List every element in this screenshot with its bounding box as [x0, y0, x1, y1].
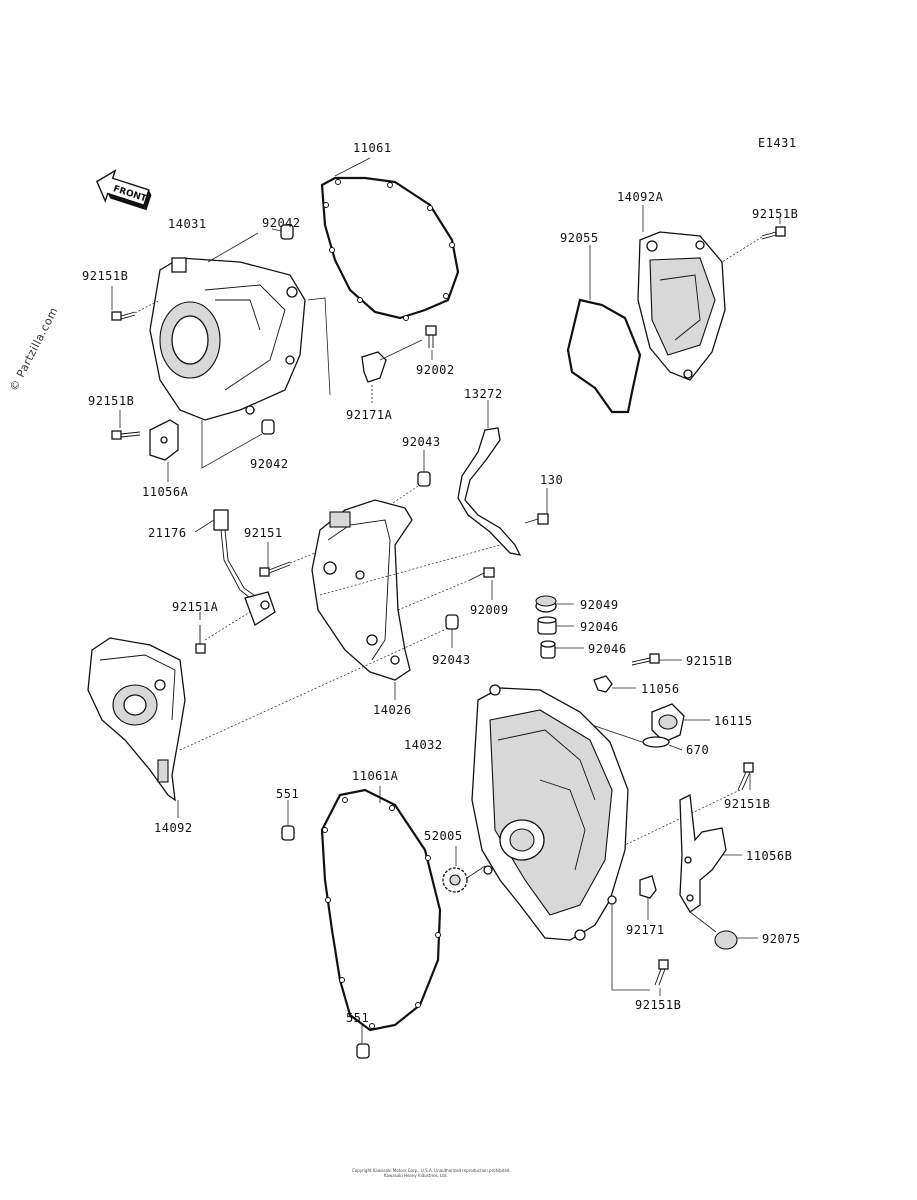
collar-92046-b[interactable]: [540, 640, 556, 659]
label-92151B-a: 92151B: [82, 269, 128, 283]
cap-16115[interactable]: [651, 703, 685, 743]
label-92046-a: 92046: [580, 620, 619, 634]
label-92075: 92075: [762, 932, 801, 946]
label-92151B-e: 92151B: [724, 797, 770, 811]
label-11061: 11061: [353, 141, 392, 155]
dowel-92043-bottom[interactable]: [445, 614, 459, 630]
bolt-92151A[interactable]: [195, 625, 206, 654]
dowel-92043-top[interactable]: [417, 471, 431, 487]
label-14032: 14032: [404, 738, 443, 752]
grommet-92075[interactable]: [714, 930, 738, 950]
cover-14092A[interactable]: [637, 231, 726, 381]
sensor-21176[interactable]: [213, 509, 276, 626]
bolt-92151[interactable]: [259, 561, 291, 577]
label-92042-bottom: 92042: [250, 457, 289, 471]
bolt-130[interactable]: [524, 513, 549, 525]
cover-14092[interactable]: [87, 637, 186, 802]
label-92043-bottom: 92043: [432, 653, 471, 667]
label-52005: 52005: [424, 829, 463, 843]
clip-11056[interactable]: [593, 675, 613, 693]
label-670: 670: [686, 743, 709, 757]
bolt-92151B-b[interactable]: [111, 430, 141, 440]
seal-92049[interactable]: [535, 595, 557, 613]
dowel-551-bottom[interactable]: [356, 1043, 370, 1059]
label-92151B-c: 92151B: [752, 207, 798, 221]
clamp-92171[interactable]: [639, 875, 657, 899]
collar-92046-a[interactable]: [537, 616, 557, 635]
label-92009: 92009: [470, 603, 509, 617]
label-21176: 21176: [148, 526, 187, 540]
label-92049: 92049: [580, 598, 619, 612]
label-11056B: 11056B: [746, 849, 792, 863]
label-92055: 92055: [560, 231, 599, 245]
bolt-92009[interactable]: [469, 567, 495, 581]
plate-13272[interactable]: [457, 427, 522, 556]
label-14031: 14031: [168, 217, 207, 231]
label-130: 130: [540, 473, 563, 487]
label-92151A: 92151A: [172, 600, 219, 614]
label-92042-top: 92042: [262, 216, 301, 230]
label-11056A: 11056A: [142, 485, 189, 499]
bolt-92151B-e[interactable]: [737, 762, 754, 791]
dowel-92042-bottom[interactable]: [261, 419, 275, 435]
gasket-11061[interactable]: [320, 176, 460, 321]
gasket-92055[interactable]: [566, 298, 642, 414]
cover-14031[interactable]: [149, 257, 306, 421]
label-16115: 16115: [714, 714, 753, 728]
gasket-11061A[interactable]: [320, 788, 442, 1032]
bolt-92002[interactable]: [425, 325, 437, 348]
label-14092A: 14092A: [617, 190, 664, 204]
cover-14032[interactable]: [471, 684, 629, 941]
label-92151B-d: 92151B: [686, 654, 732, 668]
watermark: © Partzilla.com: [7, 305, 61, 393]
clamp-92171A[interactable]: [361, 351, 387, 383]
label-92171A: 92171A: [346, 408, 393, 422]
label-92171: 92171: [626, 923, 665, 937]
bolt-92151B-f[interactable]: [654, 959, 669, 986]
bolt-92151B-d[interactable]: [631, 653, 660, 666]
dowel-92042-top[interactable]: [280, 224, 294, 240]
label-11061A: 11061A: [352, 769, 399, 783]
label-92043-top: 92043: [402, 435, 441, 449]
label-92151B-f: 92151B: [635, 998, 681, 1012]
oring-670[interactable]: [642, 736, 670, 748]
label-13272: 13272: [464, 387, 503, 401]
label-14026: 14026: [373, 703, 412, 717]
label-11056: 11056: [641, 682, 680, 696]
label-92151B-b: 92151B: [88, 394, 134, 408]
bracket-11056B[interactable]: [679, 794, 727, 913]
bolt-92151B-a[interactable]: [111, 311, 136, 321]
bolt-92151B-c[interactable]: [761, 226, 786, 240]
label-551-top: 551: [276, 787, 299, 801]
diagram-code: E1431: [758, 136, 797, 150]
label-14092: 14092: [154, 821, 193, 835]
label-92046-b: 92046: [588, 642, 627, 656]
footer-line-1: Copyright Kawasaki Motors Corp., U.S.A. …: [352, 1168, 511, 1173]
gear-52005[interactable]: [442, 867, 468, 893]
dowel-551-top[interactable]: [281, 825, 295, 841]
label-92002: 92002: [416, 363, 455, 377]
front-arrow-icon: FRONT: [96, 169, 152, 211]
label-551-bottom: 551: [346, 1011, 369, 1025]
label-92151: 92151: [244, 526, 283, 540]
footer-line-2: Kawasaki Heavy Industries, Ltd.: [384, 1173, 448, 1178]
bracket-14026[interactable]: [311, 499, 413, 681]
